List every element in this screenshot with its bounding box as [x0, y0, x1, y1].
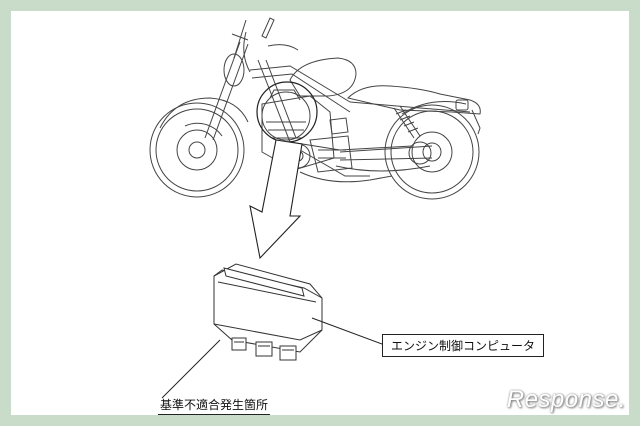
defect-location-label: 基準不適合発生箇所 [158, 396, 271, 415]
connector-2 [255, 341, 273, 357]
seat [347, 85, 481, 115]
pointer-arrow [249, 139, 303, 260]
connector-3 [279, 345, 297, 361]
tail-light [455, 99, 481, 135]
ecu-unit [213, 263, 323, 361]
rear-wheel [384, 104, 480, 200]
front-fork [159, 17, 275, 141]
leader-defect [161, 339, 221, 399]
leader-ecu [311, 317, 383, 345]
rear-shock [393, 105, 421, 139]
connector-1 [231, 337, 247, 351]
response-watermark: Response. [506, 386, 626, 413]
swingarm [335, 145, 433, 172]
front-wheel [149, 102, 245, 198]
ecu-label: エンジン制御コンピュータ [382, 334, 545, 357]
exhaust [299, 171, 393, 183]
rear-fender [401, 101, 467, 115]
headlight [223, 31, 299, 87]
fuel-tank [289, 57, 357, 97]
